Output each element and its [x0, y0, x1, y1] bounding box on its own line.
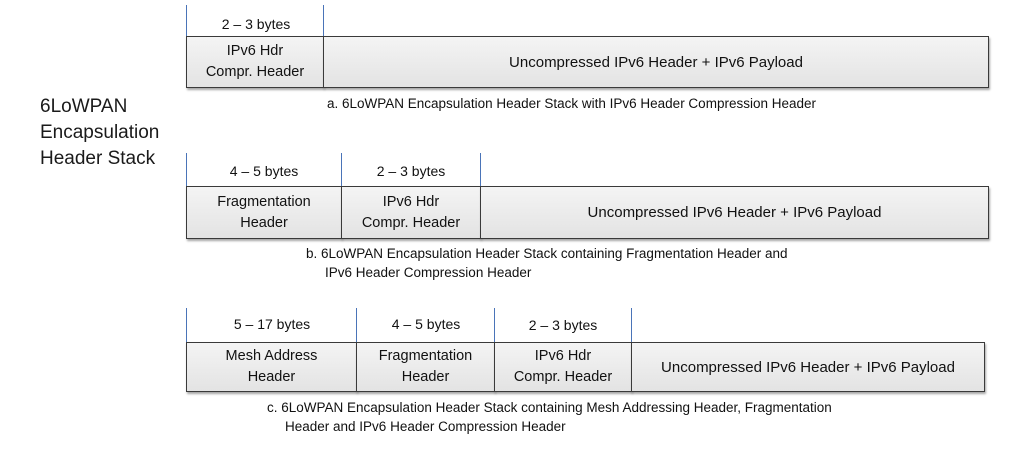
- byte-boundary-tick: [356, 308, 357, 342]
- cell-label-line: Uncompressed IPv6 Header + IPv6 Payload: [587, 204, 882, 221]
- caption-line: c. 6LoWPAN Encapsulation Header Stack co…: [267, 400, 832, 415]
- uncompressed-payload-cell: Uncompressed IPv6 Header + IPv6 Payload: [480, 186, 989, 239]
- caption-line: b. 6LoWPAN Encapsulation Header Stack co…: [306, 246, 788, 261]
- cell-label-line: Compr. Header: [205, 64, 305, 80]
- byte-boundary-tick: [323, 5, 324, 36]
- cell-label-line: Header: [240, 214, 288, 231]
- diagram-side-title: 6LoWPAN Encapsulation Header Stack: [40, 94, 159, 172]
- byte-boundary-tick: [186, 308, 187, 342]
- byte-size-label: 2 – 3 bytes: [376, 163, 446, 179]
- cell-label-line: Compr. Header: [361, 214, 461, 231]
- cell-label-line: Fragmentation: [378, 348, 473, 364]
- cell-label-line: IPv6 Hdr: [534, 348, 592, 364]
- uncompressed-payload-cell: Uncompressed IPv6 Header + IPv6 Payload: [631, 342, 985, 392]
- side-title-line: 6LoWPAN: [40, 96, 128, 117]
- cell-label-line: Compr. Header: [513, 369, 613, 385]
- byte-size-label: 5 – 17 bytes: [233, 316, 311, 332]
- cell-label-line: Mesh Address: [225, 348, 318, 364]
- stack-caption: c. 6LoWPAN Encapsulation Header Stack co…: [267, 398, 832, 436]
- ipv6-hdr-compr-header-cell: IPv6 Hdr Compr. Header: [186, 36, 324, 88]
- byte-size-label: 2 – 3 bytes: [221, 16, 291, 32]
- byte-size-label: 2 – 3 bytes: [528, 317, 598, 333]
- ipv6-hdr-compr-header-cell: IPv6 Hdr Compr. Header: [494, 342, 632, 392]
- ipv6-hdr-compr-header-cell: IPv6 Hdr Compr. Header: [341, 186, 481, 239]
- cell-label-line: IPv6 Hdr: [382, 193, 440, 210]
- stack-caption: b. 6LoWPAN Encapsulation Header Stack co…: [306, 244, 788, 282]
- byte-size-label: 4 – 5 bytes: [229, 163, 299, 179]
- uncompressed-payload-cell: Uncompressed IPv6 Header + IPv6 Payload: [323, 36, 989, 88]
- caption-line: a. 6LoWPAN Encapsulation Header Stack wi…: [327, 96, 816, 111]
- byte-boundary-tick: [186, 5, 187, 36]
- side-title-line: Header Stack: [40, 148, 156, 169]
- cell-label-line: Header: [247, 369, 296, 385]
- cell-label-line: Uncompressed IPv6 Header + IPv6 Payload: [509, 53, 803, 71]
- cell-label-line: IPv6 Hdr: [226, 43, 284, 59]
- mesh-address-header-cell: Mesh Address Header: [186, 342, 357, 392]
- byte-boundary-tick: [186, 153, 187, 186]
- byte-size-label: 4 – 5 bytes: [391, 316, 461, 332]
- caption-line: Header and IPv6 Header Compression Heade…: [285, 419, 566, 434]
- side-title-line: Encapsulation: [40, 122, 160, 143]
- cell-label-line: Fragmentation: [217, 193, 311, 210]
- byte-boundary-tick: [341, 153, 342, 186]
- byte-boundary-tick: [480, 153, 481, 186]
- byte-boundary-tick: [494, 308, 495, 342]
- cell-label-line: Uncompressed IPv6 Header + IPv6 Payload: [661, 358, 955, 376]
- fragmentation-header-cell: Fragmentation Header: [186, 186, 342, 239]
- byte-boundary-tick: [631, 308, 632, 342]
- fragmentation-header-cell: Fragmentation Header: [356, 342, 495, 392]
- cell-label-line: Header: [401, 369, 450, 385]
- caption-line: IPv6 Header Compression Header: [325, 265, 532, 280]
- stack-caption: a. 6LoWPAN Encapsulation Header Stack wi…: [327, 94, 816, 113]
